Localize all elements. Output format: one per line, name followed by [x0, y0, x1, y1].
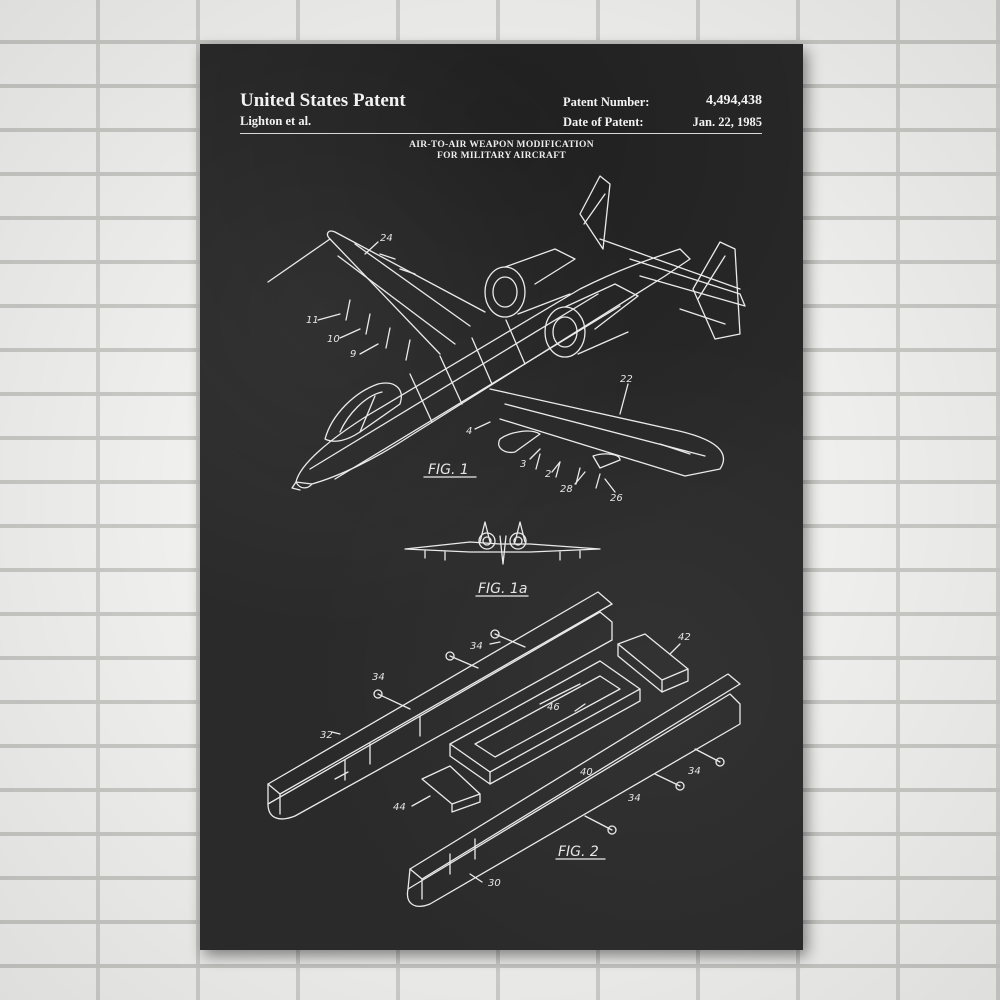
ref-22: 22	[620, 374, 633, 385]
header-rule	[240, 133, 762, 134]
ref-30: 30	[488, 878, 501, 889]
patent-date: Jan. 22, 1985	[692, 115, 762, 129]
ref-10: 10	[327, 334, 340, 345]
patent-number-label: Patent Number:	[563, 95, 650, 109]
aircraft-front-view-drawing	[404, 521, 601, 565]
patent-title-line1: AIR-TO-AIR WEAPON MODIFICATION	[409, 140, 594, 150]
ref-11: 11	[306, 315, 319, 326]
patent-drawing: FIG. 1 FIG. 1a FIG. 2 24 11 10 9 22 4 3 …	[267, 175, 746, 907]
ref-24: 24	[380, 233, 393, 244]
ref-40: 40	[580, 767, 593, 778]
fig-1a-caption: FIG. 1a	[478, 581, 527, 597]
fig-1-caption: FIG. 1	[428, 462, 469, 478]
fig-2-caption: FIG. 2	[558, 844, 599, 860]
ref-44: 44	[393, 802, 406, 813]
aircraft-isometric-drawing	[267, 175, 746, 491]
patent-date-label: Date of Patent:	[563, 115, 644, 129]
ref-34-c: 34	[688, 766, 701, 777]
ref-34-b: 34	[372, 672, 385, 683]
ref-32: 32	[320, 730, 333, 741]
patent-number: 4,494,438	[706, 93, 762, 108]
ref-9: 9	[350, 349, 356, 360]
ref-34-a: 34	[470, 641, 483, 652]
ref-28: 28	[560, 484, 573, 495]
patent-title: AIR-TO-AIR WEAPON MODIFICATION FOR MILIT…	[200, 140, 803, 162]
ref-26: 26	[610, 493, 623, 504]
ref-2: 2	[545, 469, 551, 480]
patent-poster: United States Patent Lighton et al. Pate…	[200, 44, 803, 950]
ref-42: 42	[678, 632, 691, 643]
ref-46: 46	[547, 702, 560, 713]
ref-3: 3	[520, 459, 526, 470]
patent-inventors: Lighton et al.	[240, 114, 312, 128]
patent-heading: United States Patent	[240, 90, 406, 111]
ref-4: 4	[466, 426, 472, 437]
patent-title-line2: FOR MILITARY AIRCRAFT	[437, 151, 566, 161]
weapon-rail-exploded-drawing	[267, 591, 741, 907]
ref-34-d: 34	[628, 793, 641, 804]
